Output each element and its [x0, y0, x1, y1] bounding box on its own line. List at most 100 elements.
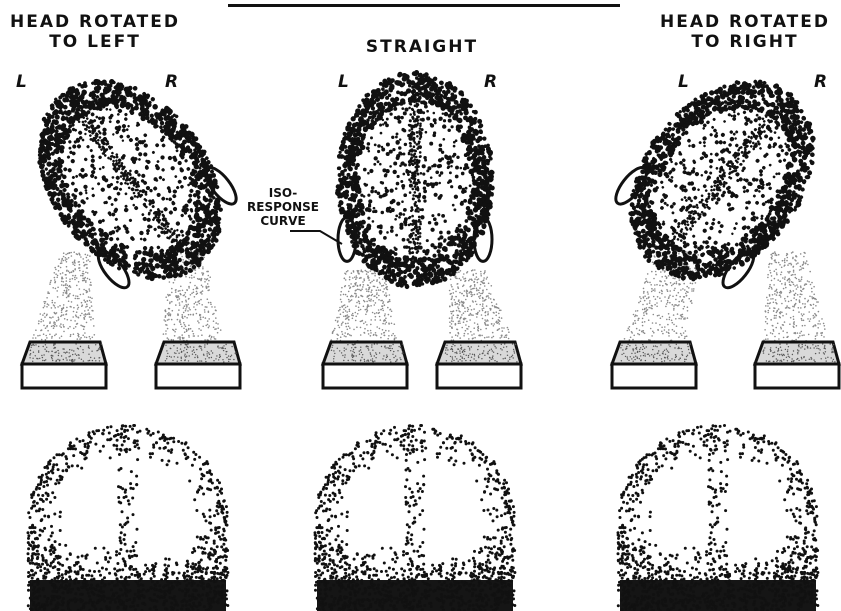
- beam-dot: [466, 293, 468, 295]
- head-dot: [182, 260, 190, 268]
- beam-dot: [474, 269, 476, 271]
- head-dot: [380, 181, 383, 184]
- beam-dot: [66, 266, 68, 268]
- head-dot: [460, 202, 464, 206]
- beam-dot: [177, 295, 179, 297]
- beam-dot: [68, 270, 70, 272]
- beam-dot: [484, 337, 486, 339]
- head-dot: [153, 227, 158, 232]
- beam-dot: [169, 294, 171, 296]
- detector-dot: [169, 356, 170, 357]
- head-dot: [393, 100, 397, 104]
- beam-dot: [384, 313, 386, 315]
- beam-dot: [384, 335, 386, 337]
- beam-dot: [207, 298, 209, 300]
- head-dot: [377, 150, 380, 153]
- head-dot: [466, 210, 471, 215]
- beam-dot: [198, 328, 200, 330]
- beam-dot: [165, 333, 167, 335]
- head-dot: [474, 166, 478, 170]
- beam-dot: [384, 282, 386, 284]
- head-dot: [461, 93, 464, 96]
- beam-dot: [465, 280, 467, 282]
- head-dot: [442, 138, 445, 141]
- beam-dot: [491, 337, 493, 339]
- detector-dot: [52, 355, 53, 356]
- beam-dot: [71, 301, 73, 303]
- beam-dot: [201, 334, 203, 336]
- beam-dot: [366, 324, 368, 326]
- detector-dot: [69, 359, 70, 360]
- beam-dot: [198, 301, 200, 303]
- detector-dot: [91, 351, 92, 352]
- beam-dot: [76, 323, 78, 325]
- beam-dot: [200, 329, 202, 331]
- beam-dot: [370, 335, 372, 337]
- beam-dot: [374, 304, 376, 306]
- detector-dot: [211, 350, 212, 351]
- detector-dot: [82, 349, 83, 350]
- beam-dot: [452, 321, 454, 323]
- beam-dot: [202, 326, 204, 328]
- beam-dot: [339, 307, 341, 309]
- beam-dot: [370, 324, 372, 326]
- beam-dot: [466, 328, 468, 330]
- beam-dot: [68, 257, 70, 259]
- beam-dot: [466, 321, 468, 323]
- beam-dot: [355, 289, 357, 291]
- head-dot: [346, 173, 350, 177]
- beam-dot: [365, 288, 367, 290]
- beam-dot: [86, 260, 88, 262]
- beam-dot: [471, 278, 473, 280]
- detector-dot: [225, 348, 226, 349]
- head-dot: [382, 265, 387, 270]
- beam-dot: [385, 330, 387, 332]
- beam-dot: [56, 277, 58, 279]
- beam-dot: [487, 319, 489, 321]
- detector-dot: [65, 352, 66, 353]
- head-dot: [376, 259, 381, 264]
- head-dot: [458, 252, 463, 257]
- beam-dot: [370, 332, 372, 334]
- detector-dot: [178, 353, 179, 354]
- beam-dot: [377, 287, 379, 289]
- beam-dot: [353, 285, 355, 287]
- detector-dot: [173, 345, 174, 346]
- head-dot: [174, 175, 178, 179]
- detector-dot: [98, 348, 99, 349]
- head-dot: [433, 163, 437, 167]
- head-dot: [98, 231, 105, 238]
- beam-dot: [361, 288, 363, 290]
- detector-dot: [219, 354, 220, 355]
- head-dot: [453, 236, 458, 241]
- beam-dot: [358, 300, 360, 302]
- head-dot: [372, 238, 376, 242]
- head-dot: [111, 176, 115, 180]
- beam-dot: [179, 339, 181, 341]
- head-dot: [432, 134, 436, 138]
- detector-dot: [201, 349, 202, 350]
- beam-dot: [476, 279, 478, 281]
- beam-dot: [492, 332, 494, 334]
- beam-dot: [196, 313, 198, 315]
- head-dot: [369, 169, 373, 173]
- beam-dot: [379, 277, 381, 279]
- beam-dot: [42, 314, 44, 316]
- beam-dot: [382, 305, 384, 307]
- head-dot: [462, 188, 465, 191]
- head-dot: [78, 191, 83, 196]
- beam-dot: [67, 328, 69, 330]
- head-dot: [449, 171, 452, 174]
- beam-dot: [190, 314, 192, 316]
- beam-dot: [480, 293, 482, 295]
- head-dot: [372, 220, 375, 223]
- beam-dot: [463, 312, 465, 314]
- beam-dot: [482, 298, 484, 300]
- beam-dot: [485, 328, 487, 330]
- beam-dot: [80, 294, 82, 296]
- detector-dot: [51, 358, 52, 359]
- beam-dot: [58, 265, 60, 267]
- beam-dot: [370, 300, 372, 302]
- beam-dot: [496, 303, 498, 305]
- detector-dot: [54, 347, 55, 348]
